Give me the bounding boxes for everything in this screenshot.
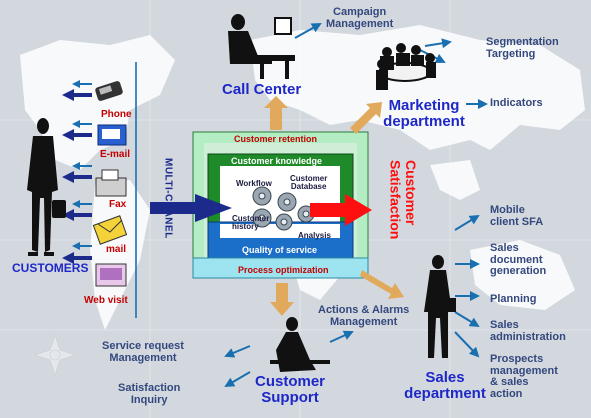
channel-web-label: Web visit <box>84 295 128 306</box>
channel-phone-label: Phone <box>101 109 132 120</box>
sales-title-line2: department <box>404 384 486 402</box>
sales-item-administration: Sales administration <box>490 319 566 343</box>
process-band <box>192 257 369 279</box>
marketing-title-line1: Marketing <box>388 97 460 114</box>
marketing-department-title: Marketing department <box>378 98 470 130</box>
customer-satisfaction-label: Customer Satisfaction <box>387 160 418 239</box>
sales-title-line1: Sales <box>425 369 465 386</box>
call-center-figure-icon <box>228 14 295 79</box>
email-icon <box>97 124 127 146</box>
customers-label: CUSTOMERS <box>12 261 89 275</box>
support-title-line1: Customer <box>254 373 325 390</box>
campaign-management-label: Campaign Management <box>326 6 394 30</box>
flow-arrows <box>264 96 404 316</box>
phone-icon <box>95 81 123 101</box>
customer-figure-icon <box>27 118 66 256</box>
sales-item-sfa: Mobile client SFA <box>490 204 544 228</box>
support-title-line2: Support <box>261 388 319 406</box>
satisfaction-arrow <box>310 194 372 226</box>
quality-label: Quality of service <box>242 245 318 255</box>
channel-arrows <box>62 89 92 264</box>
process-label: Process optimization <box>238 265 329 275</box>
inbound-arrow <box>150 194 232 222</box>
output-arrows <box>224 23 488 388</box>
sales-item-planning: Planning <box>490 293 537 305</box>
sales-person-icon <box>424 255 456 358</box>
mail-icon <box>92 215 128 245</box>
workflow-label: Workflow <box>236 179 272 188</box>
channel-fax-label: Fax <box>109 199 127 210</box>
actions-alarms-label: Actions & Alarms Management <box>318 304 410 328</box>
multichannel-label: MULTI-CHANEL <box>162 158 174 239</box>
customer-database-label: Customer Database <box>290 174 328 192</box>
satisfaction-inquiry-label: Satisfaction Inquiry <box>118 382 181 406</box>
sales-item-documents: Sales document generation <box>490 242 547 278</box>
analysis-label: Analysis <box>298 231 331 240</box>
customer-support-title: Customer Support <box>245 374 335 406</box>
web-icon <box>95 263 127 287</box>
satisfaction-line1: Customer <box>402 160 419 226</box>
satisfaction-line2: Satisfaction <box>387 160 404 240</box>
fax-icon <box>95 169 127 197</box>
marketing-title-line2: department <box>383 112 465 130</box>
channel-mail-label: mail <box>106 244 127 255</box>
marketing-meeting-icon <box>376 43 436 90</box>
channel-email-label: E-mail <box>100 149 131 160</box>
segmentation-targeting-label: Segmentation Targeting <box>486 36 559 60</box>
customer-history-label: Customer history <box>232 214 270 232</box>
call-center-title: Call Center <box>222 81 302 98</box>
sales-department-title: Sales department <box>400 370 490 402</box>
knowledge-label: Customer knowledge <box>231 156 323 166</box>
sales-item-prospects: Prospects management & sales action <box>490 353 558 400</box>
retention-label: Customer retention <box>234 134 318 144</box>
indicators-label: Indicators <box>490 97 543 109</box>
service-request-label: Service request Management <box>102 340 184 364</box>
support-person-icon <box>270 317 330 372</box>
gears-icon <box>252 186 315 231</box>
